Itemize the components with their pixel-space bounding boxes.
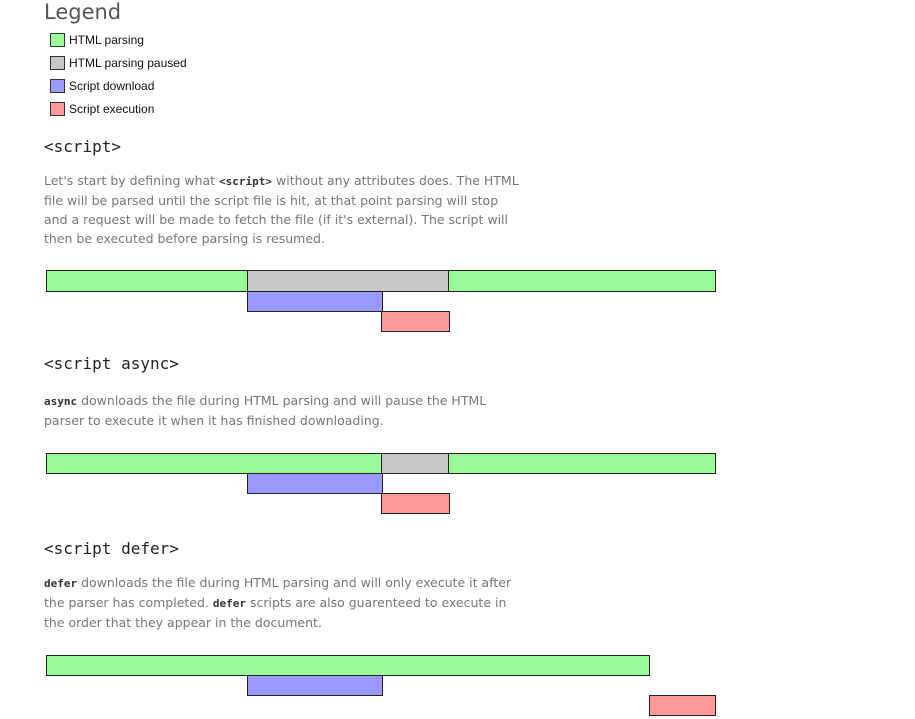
inline-code: defer [44, 577, 78, 590]
description-text: downloads the file during HTML parsing a… [44, 575, 512, 610]
timeline-bar-html-parsing [448, 270, 716, 292]
description-text: downloads the file during HTML parsing a… [44, 393, 487, 428]
section-description-script: Let's start by defining what <script> wi… [44, 171, 524, 248]
timeline-bar-script-download [247, 291, 383, 312]
section-description-script-async: async downloads the file during HTML par… [44, 391, 524, 430]
timeline-bar-script-execution [381, 311, 450, 332]
description-text: without any attributes does. The HTML fi… [44, 173, 519, 246]
legend-label: Script download [69, 79, 155, 93]
section-description-script-defer: defer downloads the file during HTML par… [44, 573, 524, 632]
inline-code: async [44, 395, 78, 408]
timeline-bar-html-parsing [46, 655, 650, 676]
legend-item-html-parsing-paused: HTML parsing paused [50, 54, 187, 72]
timeline-bar-html-parsing [46, 270, 249, 292]
inline-code: <script> [219, 175, 273, 188]
legend-title: Legend [44, 0, 122, 24]
timeline-bar-script-download [247, 675, 383, 696]
legend-swatch-html-parsing [50, 33, 65, 47]
timeline-bar-html-parsing-paused [247, 270, 450, 292]
description-text: scripts are also guarenteed to execute i… [44, 595, 507, 630]
section-title-script-async: <script async> [44, 354, 179, 373]
description-text: Let's start by defining what [44, 173, 220, 188]
section-title-script: <script> [44, 137, 122, 156]
timeline-bar-html-parsing-paused [381, 453, 450, 474]
timeline-bar-script-download [247, 473, 383, 494]
section-title-script-defer: <script defer> [44, 539, 179, 558]
timeline-bar-script-execution [649, 695, 716, 716]
legend-item-script-execution: Script execution [50, 100, 154, 118]
legend-item-html-parsing: HTML parsing [50, 31, 144, 49]
timeline-bar-html-parsing [448, 453, 716, 474]
legend-swatch-html-parsing-paused [50, 56, 65, 70]
legend-swatch-script-execution [50, 102, 65, 116]
legend-label: HTML parsing paused [69, 56, 187, 70]
legend-label: HTML parsing [69, 33, 144, 47]
inline-code: defer [212, 597, 246, 610]
timeline-bar-html-parsing [46, 453, 383, 474]
legend-label: Script execution [69, 102, 155, 116]
legend-swatch-script-download [50, 79, 65, 93]
timeline-bar-script-execution [381, 493, 450, 514]
legend-item-script-download: Script download [50, 77, 154, 95]
